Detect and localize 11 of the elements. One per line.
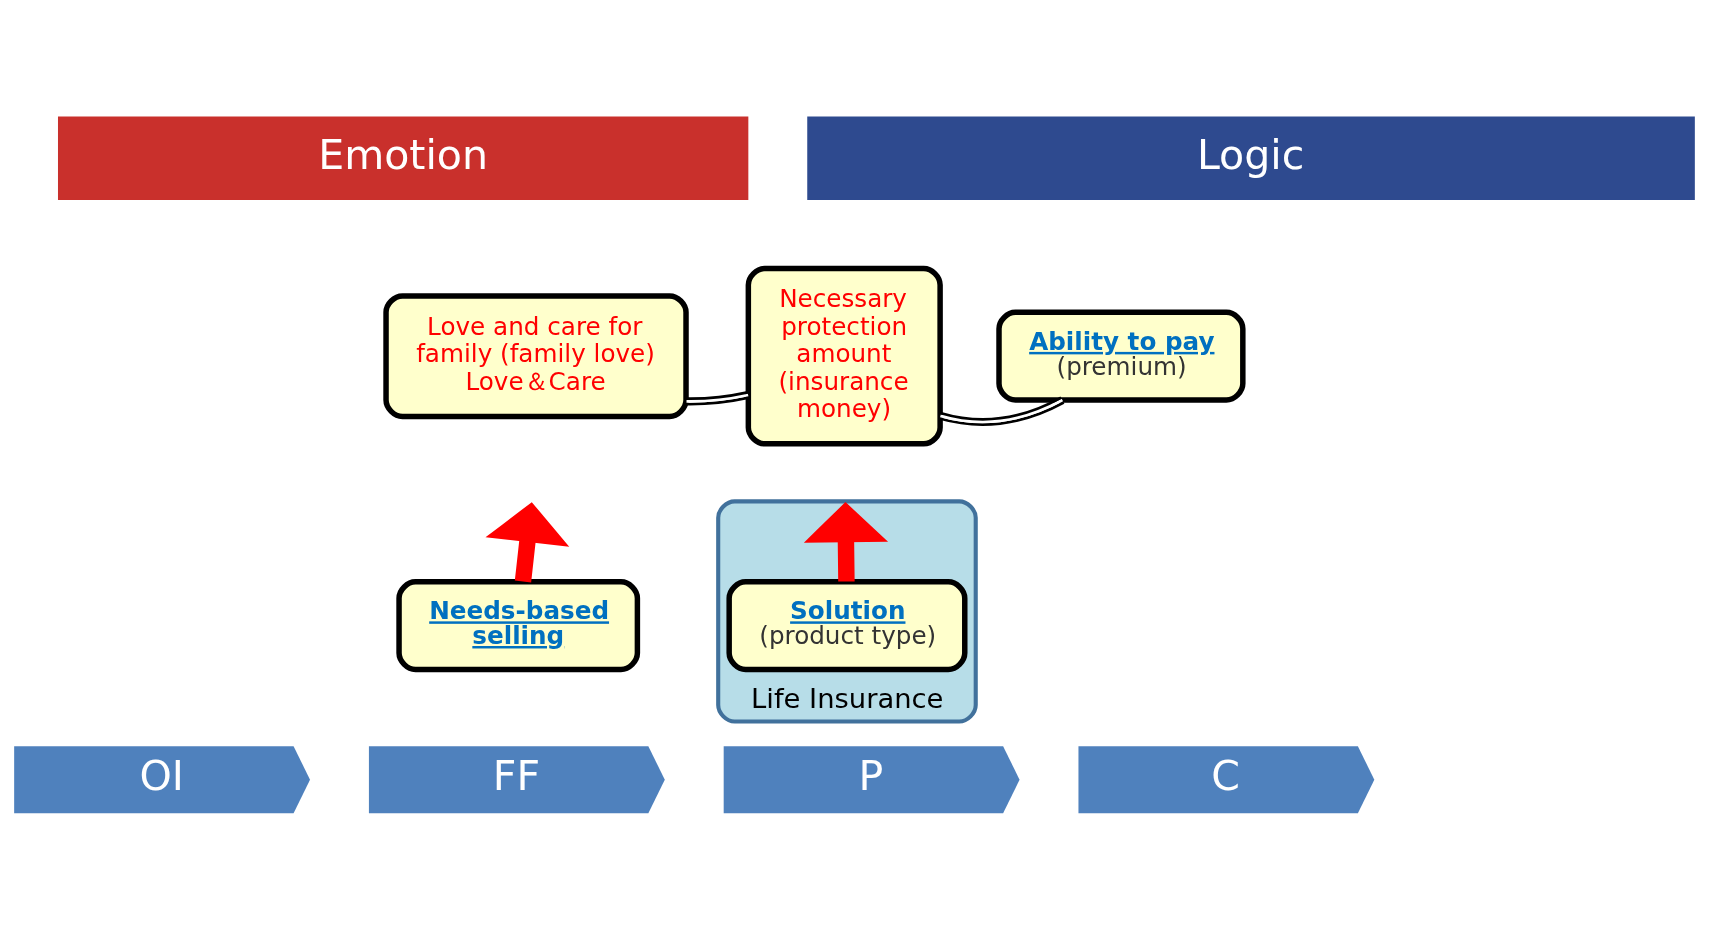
- node-box: Emotion: [58, 116, 749, 200]
- node-box: Solution (product type): [726, 578, 968, 672]
- arrow: [803, 501, 889, 582]
- node-box: Ability to pay (premium): [996, 309, 1246, 403]
- node-box: Logic: [807, 116, 1695, 200]
- node-box: Needs-based selling: [396, 578, 641, 672]
- node-box: Necessary protection amount (insurance money): [745, 265, 943, 447]
- connector: [939, 395, 1065, 426]
- connector: [686, 390, 749, 405]
- node-box: Love and care for family (family love) Love＆Care: [383, 292, 689, 419]
- arrow: [485, 501, 570, 582]
